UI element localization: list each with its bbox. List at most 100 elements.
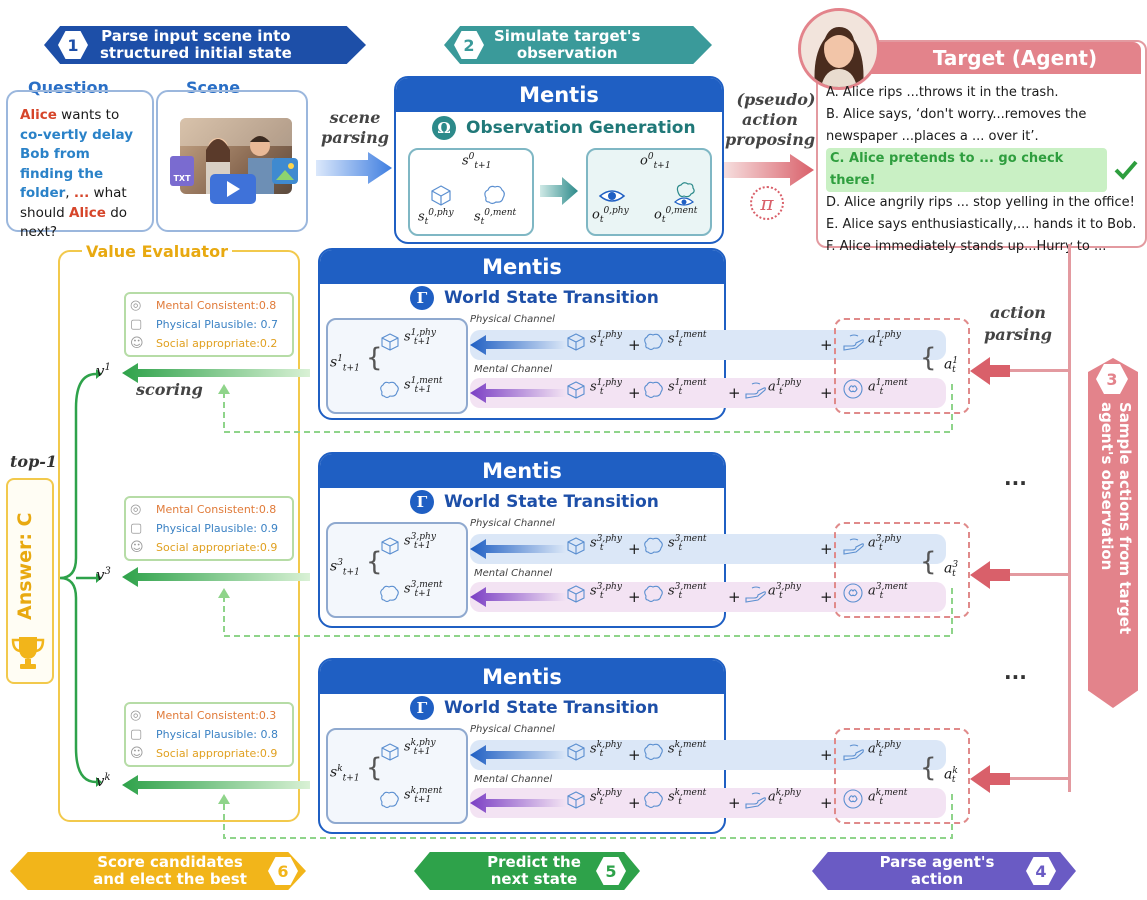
action-phy-k: ak,phyt — [868, 740, 901, 759]
action-proposing-label: action proposing — [724, 110, 816, 149]
action-arrow-k — [970, 765, 1010, 793]
value-vk: vk — [96, 772, 111, 790]
target-options-list: A. Alice rips ...throws it in the trash.… — [826, 82, 1138, 258]
banner-step-4: Parse agent's action 4 — [812, 852, 1076, 890]
banner-step-1: 1 Parse input scene into structured init… — [44, 26, 366, 64]
plus: + — [628, 336, 641, 354]
step-5-line2: next state — [490, 870, 578, 888]
action-box-k — [834, 728, 970, 824]
target-agent-title: Target (Agent) — [932, 46, 1098, 70]
value-evaluator-title: Value Evaluator — [82, 242, 232, 261]
step-6-line1: Score candidates — [97, 853, 243, 871]
action-proposing-arrow — [724, 154, 814, 186]
brain-icon — [642, 742, 664, 766]
action-ment-1: a1,mentt — [868, 378, 908, 397]
step-2-line2: observation — [516, 44, 618, 62]
plus: + — [628, 746, 641, 764]
obs-o0: o0t+1 — [640, 152, 671, 171]
plus: + — [628, 540, 641, 558]
score-card-3: Mental Consistent:0.8 Physical Plausible… — [124, 496, 294, 561]
next-ment-1: s1,mentt+1 — [404, 376, 443, 395]
ellipsis-1: ... — [1004, 466, 1027, 490]
brain-icon — [642, 380, 664, 404]
action-phy-m-1: a1,phyt — [768, 378, 801, 397]
mind-action-icon — [842, 788, 864, 814]
physical-arrow-1 — [470, 334, 566, 360]
phy-state-k: sk,phyt — [590, 740, 622, 759]
feedback-loop-1 — [218, 384, 953, 433]
answer-box — [6, 478, 54, 684]
mental-channel-label: Mental Channel — [474, 364, 553, 375]
score-card-k: Mental Consistent:0.3 Physical Plausible… — [124, 702, 294, 767]
mind-action-icon — [842, 378, 864, 404]
physical-arrow-3 — [470, 538, 566, 564]
cube-icon — [380, 536, 400, 560]
ellipsis-2: ... — [1004, 660, 1027, 684]
step-5-line1: Predict the — [487, 853, 581, 871]
banner-step-2: 2 Simulate target's observation — [444, 26, 712, 64]
checkmark-icon — [1114, 160, 1138, 180]
obs-o0-phy: ot0,phy — [592, 206, 629, 225]
action-box-3 — [834, 522, 970, 618]
step-2-badge: 2 — [454, 31, 484, 59]
question-text: Alice wants to co-vertly delay Bob from … — [20, 107, 134, 240]
mind-action-icon — [842, 582, 864, 608]
pi-badge: π — [750, 186, 784, 220]
score-icons-3: ◎▢☺ — [130, 502, 144, 555]
hand-action-icon — [744, 584, 768, 608]
option-d: D. Alice angrily rips ... stop yelling i… — [826, 195, 1135, 210]
feedback-loop-k — [218, 794, 953, 839]
phy-state-m-3: s3,phyt — [590, 582, 622, 601]
banner-step-3 — [1088, 358, 1138, 708]
action-label-k: akt — [944, 766, 958, 786]
banner-step-6: Score candidates and elect the best 6 — [10, 852, 306, 890]
hand-action-icon — [842, 536, 866, 560]
gamma-icon-3: Γ — [410, 490, 434, 514]
next-state-label-3: s3t+1 — [330, 558, 360, 578]
ment-state-1: s1,mentt — [668, 330, 707, 349]
value-v1: v1 — [96, 362, 111, 380]
pseudo-label: (pseudo) — [736, 90, 816, 109]
step-2-line1: Simulate target's — [494, 27, 641, 45]
brain-icon — [484, 185, 505, 205]
plus: + — [628, 588, 641, 606]
top1-label: top-1 — [10, 452, 58, 471]
transition-panel-3-title: Mentis — [320, 454, 724, 488]
score-arrow-k — [122, 775, 310, 795]
selection-brace — [59, 369, 102, 787]
candidate-feed-connector-1 — [1004, 369, 1070, 372]
scoring-label: scoring — [136, 380, 203, 399]
scene-parsing-arrow — [316, 152, 392, 184]
action-ment-3: a3,mentt — [868, 582, 908, 601]
initial-state-box — [408, 148, 534, 236]
step-1-badge: 1 — [58, 31, 88, 59]
phy-state-1: s1,phyt — [590, 330, 622, 349]
option-c: C. Alice pretends to ... go check there! — [826, 148, 1107, 192]
brace-3: { — [366, 547, 383, 577]
image-file-icon — [272, 158, 298, 184]
ment-state-m-3: s3,mentt — [668, 582, 707, 601]
brace-k: { — [366, 753, 383, 783]
mental-arrow-k — [470, 792, 566, 818]
mentis-observation-title: Mentis — [396, 78, 722, 112]
plus: + — [820, 384, 833, 402]
step-6-badge: 6 — [268, 857, 298, 885]
observation-generation-label: Observation Generation — [466, 118, 696, 138]
option-a: A. Alice rips ...throws it in the trash. — [826, 85, 1059, 100]
observation-box — [586, 148, 712, 236]
cube-icon — [431, 185, 451, 206]
phy-state-m-1: s1,phyt — [590, 378, 622, 397]
cube-icon — [566, 584, 586, 608]
transition-panel-k-title: Mentis — [320, 660, 724, 694]
value-v3: v3 — [96, 566, 111, 584]
feedback-loop-3 — [218, 588, 953, 637]
candidate-feed-connector-k — [1004, 777, 1070, 780]
cube-icon — [566, 332, 586, 356]
next-ment-k: sk,mentt+1 — [404, 786, 443, 805]
plus: + — [820, 336, 833, 354]
observation-generation-heading: Ω Observation Generation — [432, 116, 696, 140]
cube-icon — [566, 536, 586, 560]
action-phy-m-k: ak,phyt — [768, 788, 801, 807]
